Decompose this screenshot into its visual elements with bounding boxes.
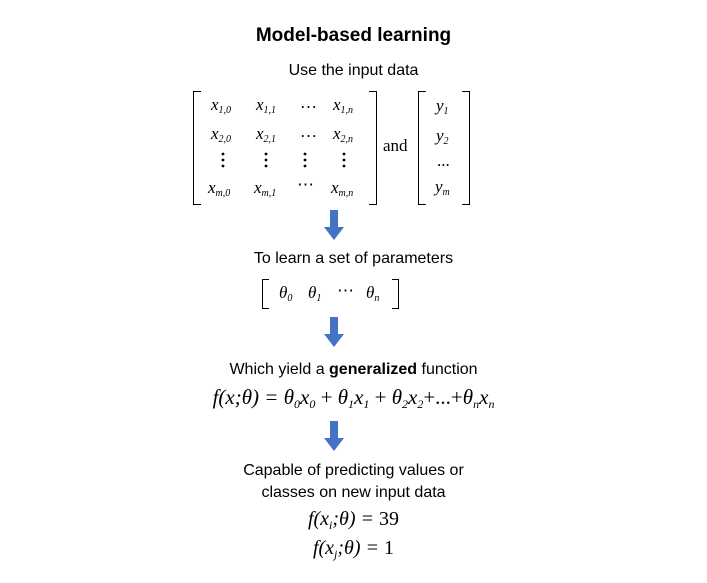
- step-function-caption: Which yield a generalized function: [0, 361, 707, 379]
- theta-left-bracket: [262, 279, 269, 309]
- down-arrow-icon: [324, 317, 344, 347]
- matrix-cell: ⋯: [297, 175, 314, 194]
- matrix-cell: xm,1: [254, 178, 277, 199]
- matrix-cell: …: [300, 122, 317, 141]
- matrix-vertical-dots: [221, 152, 346, 168]
- matrix-cell: …: [300, 93, 317, 112]
- and-label: and: [383, 136, 408, 155]
- matrix-right-bracket: [369, 91, 377, 205]
- down-arrow-icon: [324, 421, 344, 451]
- vector-cell: y2: [436, 126, 449, 147]
- matrix-cell: x2,1: [256, 124, 277, 145]
- vector-cell: y1: [436, 96, 449, 117]
- matrix-cell: x1,0: [211, 95, 232, 116]
- diagram-title: Model-based learning: [255, 25, 452, 46]
- theta-right-bracket: [392, 279, 399, 309]
- matrix-cell: x2,0: [211, 124, 232, 145]
- vector-left-bracket: [418, 91, 426, 205]
- matrix-cell: x1,n: [333, 95, 354, 116]
- matrix-cell: x2,n: [333, 124, 354, 145]
- caption-text: Which yield a: [229, 361, 330, 378]
- vector-right-bracket: [462, 91, 470, 205]
- theta-cell: θn: [366, 283, 380, 304]
- theta-cell: θ0: [279, 283, 293, 304]
- matrix-left-bracket: [193, 91, 201, 205]
- matrix-cell: xm,0: [208, 178, 231, 199]
- theta-cell: θ1: [308, 283, 322, 304]
- prediction-equation-2: f(xj;θ) = 1: [312, 537, 395, 561]
- matrix-cell: x1,1: [256, 95, 277, 116]
- step-input-caption: Use the input data: [288, 62, 419, 79]
- step-parameters-caption: To learn a set of parameters: [253, 250, 454, 267]
- function-equation: f(x;θ) = θ0x0 + θ1x1 + θ2x2+...+θnxn: [212, 385, 495, 411]
- prediction-equation-1: f(xi;θ) = 39: [307, 508, 400, 532]
- caption-text: function: [417, 361, 478, 378]
- step-predict-caption-line2: classes on new input data: [261, 484, 446, 501]
- down-arrow-icon: [324, 210, 344, 240]
- vector-cell: ym: [435, 177, 450, 198]
- theta-cell: ⋯: [337, 281, 354, 300]
- caption-emphasis: generalized: [329, 361, 418, 378]
- step-predict-caption-line1: Capable of predicting values or: [243, 462, 464, 479]
- vector-cell: ...: [437, 151, 450, 170]
- matrix-cell: xm,n: [331, 178, 354, 199]
